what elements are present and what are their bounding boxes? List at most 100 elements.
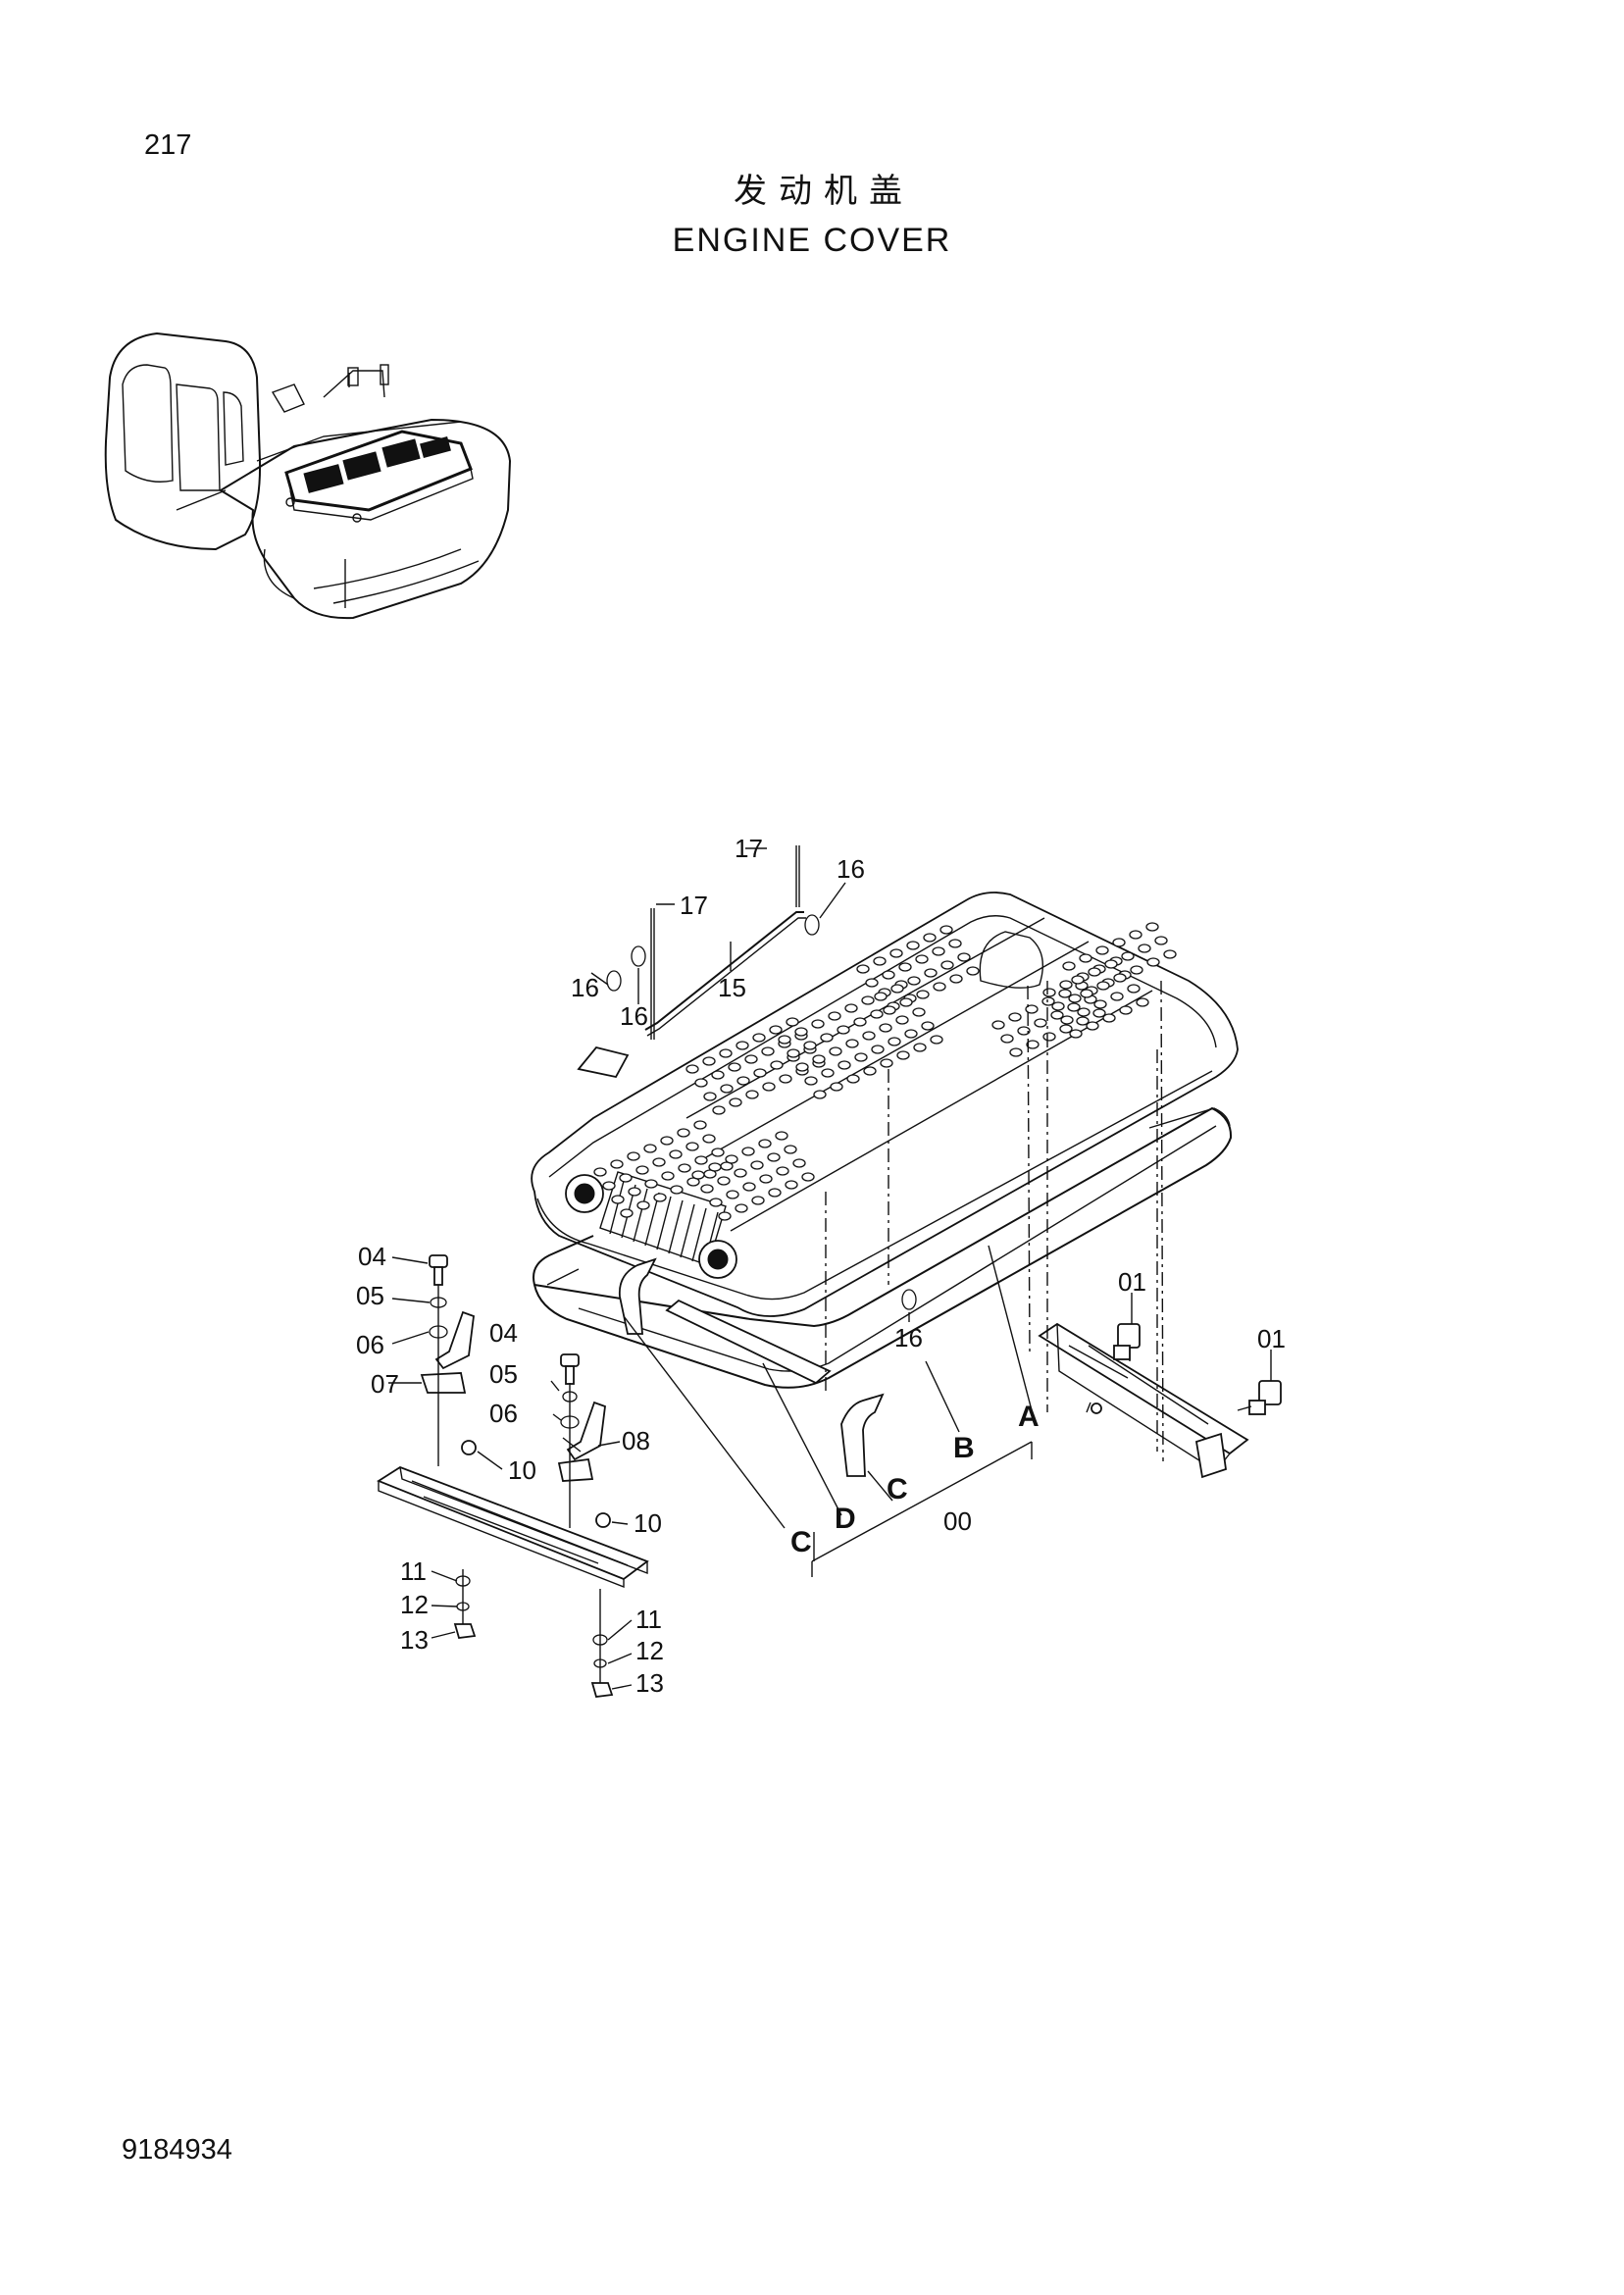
callout-01-left: 01 xyxy=(1118,1267,1146,1297)
vent-hole xyxy=(1146,957,1160,967)
letter-C-lower: C xyxy=(790,1526,812,1558)
vent-hole xyxy=(1136,997,1149,1007)
vent-hole xyxy=(709,1198,723,1207)
vent-hole xyxy=(803,1041,817,1050)
perforation-holes xyxy=(593,922,1177,1221)
callout-17-left: 17 xyxy=(680,891,708,920)
vent-hole xyxy=(761,1046,775,1056)
vent-hole xyxy=(1119,1005,1133,1015)
vent-hole xyxy=(685,1064,699,1074)
vent-hole xyxy=(769,1025,783,1035)
vent-hole xyxy=(611,1195,625,1204)
vent-hole xyxy=(712,1105,726,1115)
front-grille xyxy=(599,1171,727,1266)
vent-hole xyxy=(660,1136,674,1146)
letter-A: A xyxy=(1018,1401,1040,1433)
vent-hole xyxy=(700,1184,714,1194)
vent-hole xyxy=(1127,984,1141,994)
vent-hole xyxy=(693,1120,707,1130)
vent-hole xyxy=(1068,994,1082,1003)
vent-hole xyxy=(1113,973,1127,983)
vent-hole xyxy=(904,1029,918,1039)
vent-hole xyxy=(865,978,879,988)
callout-16-top: 16 xyxy=(837,854,865,884)
latch-left-stack xyxy=(420,1254,477,1639)
vent-hole xyxy=(888,1037,901,1046)
callout-12-left: 12 xyxy=(400,1590,429,1619)
hinge-bolt-left xyxy=(1113,1323,1141,1361)
vent-hole xyxy=(636,1200,650,1210)
vent-hole xyxy=(768,1188,782,1198)
vent-hole xyxy=(669,1149,683,1159)
hinge-bracket xyxy=(1038,1322,1282,1479)
vent-hole xyxy=(1058,989,1072,998)
vent-hole xyxy=(1138,944,1151,953)
vent-hole xyxy=(694,1078,708,1088)
vent-hole xyxy=(1034,1018,1047,1028)
assembly-centerlines xyxy=(825,980,1164,1462)
vent-hole xyxy=(711,1148,725,1157)
front-vent-left xyxy=(565,1174,604,1213)
vent-hole xyxy=(912,1007,926,1017)
vent-hole xyxy=(729,1097,742,1107)
vent-hole xyxy=(933,982,946,992)
vent-hole xyxy=(845,1039,859,1048)
vent-hole xyxy=(906,941,920,950)
callout-11-right: 11 xyxy=(635,1605,662,1634)
vent-hole xyxy=(718,1211,732,1221)
vent-hole xyxy=(1088,967,1101,977)
callout-05-right: 05 xyxy=(489,1359,518,1389)
vent-hole xyxy=(949,974,963,984)
vent-hole xyxy=(1096,981,1110,991)
vent-hole xyxy=(923,933,937,943)
vent-hole xyxy=(1080,989,1093,998)
vent-hole xyxy=(759,1174,773,1184)
callout-08: 08 xyxy=(622,1426,650,1455)
vent-hole xyxy=(821,1068,835,1078)
callout-04-left: 04 xyxy=(358,1242,386,1271)
vent-hole xyxy=(602,1181,616,1191)
callout-15: 15 xyxy=(718,973,746,1002)
support-stay-rod xyxy=(606,845,917,1310)
hinge-bolt-right xyxy=(1237,1380,1282,1415)
vent-hole xyxy=(829,1046,842,1056)
vent-hole xyxy=(610,1159,624,1169)
vent-hole xyxy=(744,1054,758,1064)
callout-16-left: 16 xyxy=(571,973,599,1002)
vent-hole xyxy=(1009,1047,1023,1057)
vent-hole xyxy=(670,1185,684,1195)
leader-lines xyxy=(388,847,1272,1690)
callout-10-left: 10 xyxy=(508,1455,536,1485)
vent-hole xyxy=(1067,1002,1081,1012)
letter-D: D xyxy=(835,1503,856,1535)
vent-hole xyxy=(883,1005,896,1015)
vent-hole xyxy=(1154,936,1168,945)
vent-hole xyxy=(871,1045,885,1054)
callout-07: 07 xyxy=(371,1369,399,1399)
vent-hole xyxy=(767,1152,781,1162)
callout-16-front: 16 xyxy=(894,1323,923,1352)
vent-hole xyxy=(628,1187,641,1197)
vent-hole xyxy=(1095,945,1109,955)
vent-hole xyxy=(1086,1021,1099,1031)
vent-hole xyxy=(736,1041,749,1050)
vent-hole xyxy=(1026,1040,1040,1049)
vent-hole xyxy=(784,1145,797,1154)
vent-hole xyxy=(830,1082,843,1092)
vent-hole xyxy=(1093,999,1107,1009)
callout-11-left: 11 xyxy=(400,1556,427,1586)
vent-hole xyxy=(1042,1032,1056,1042)
vent-hole xyxy=(873,956,887,966)
vent-hole xyxy=(863,1066,877,1076)
callout-04-right: 04 xyxy=(489,1318,518,1348)
vent-hole xyxy=(1079,953,1092,963)
vent-hole xyxy=(1000,1034,1014,1044)
vent-hole xyxy=(1112,938,1126,947)
vent-hole xyxy=(846,1074,860,1084)
vent-hole xyxy=(915,954,929,964)
vent-hole xyxy=(702,1056,716,1066)
vent-hole xyxy=(678,1163,691,1173)
vent-hole xyxy=(702,1134,716,1144)
vent-hole xyxy=(1069,1029,1083,1039)
